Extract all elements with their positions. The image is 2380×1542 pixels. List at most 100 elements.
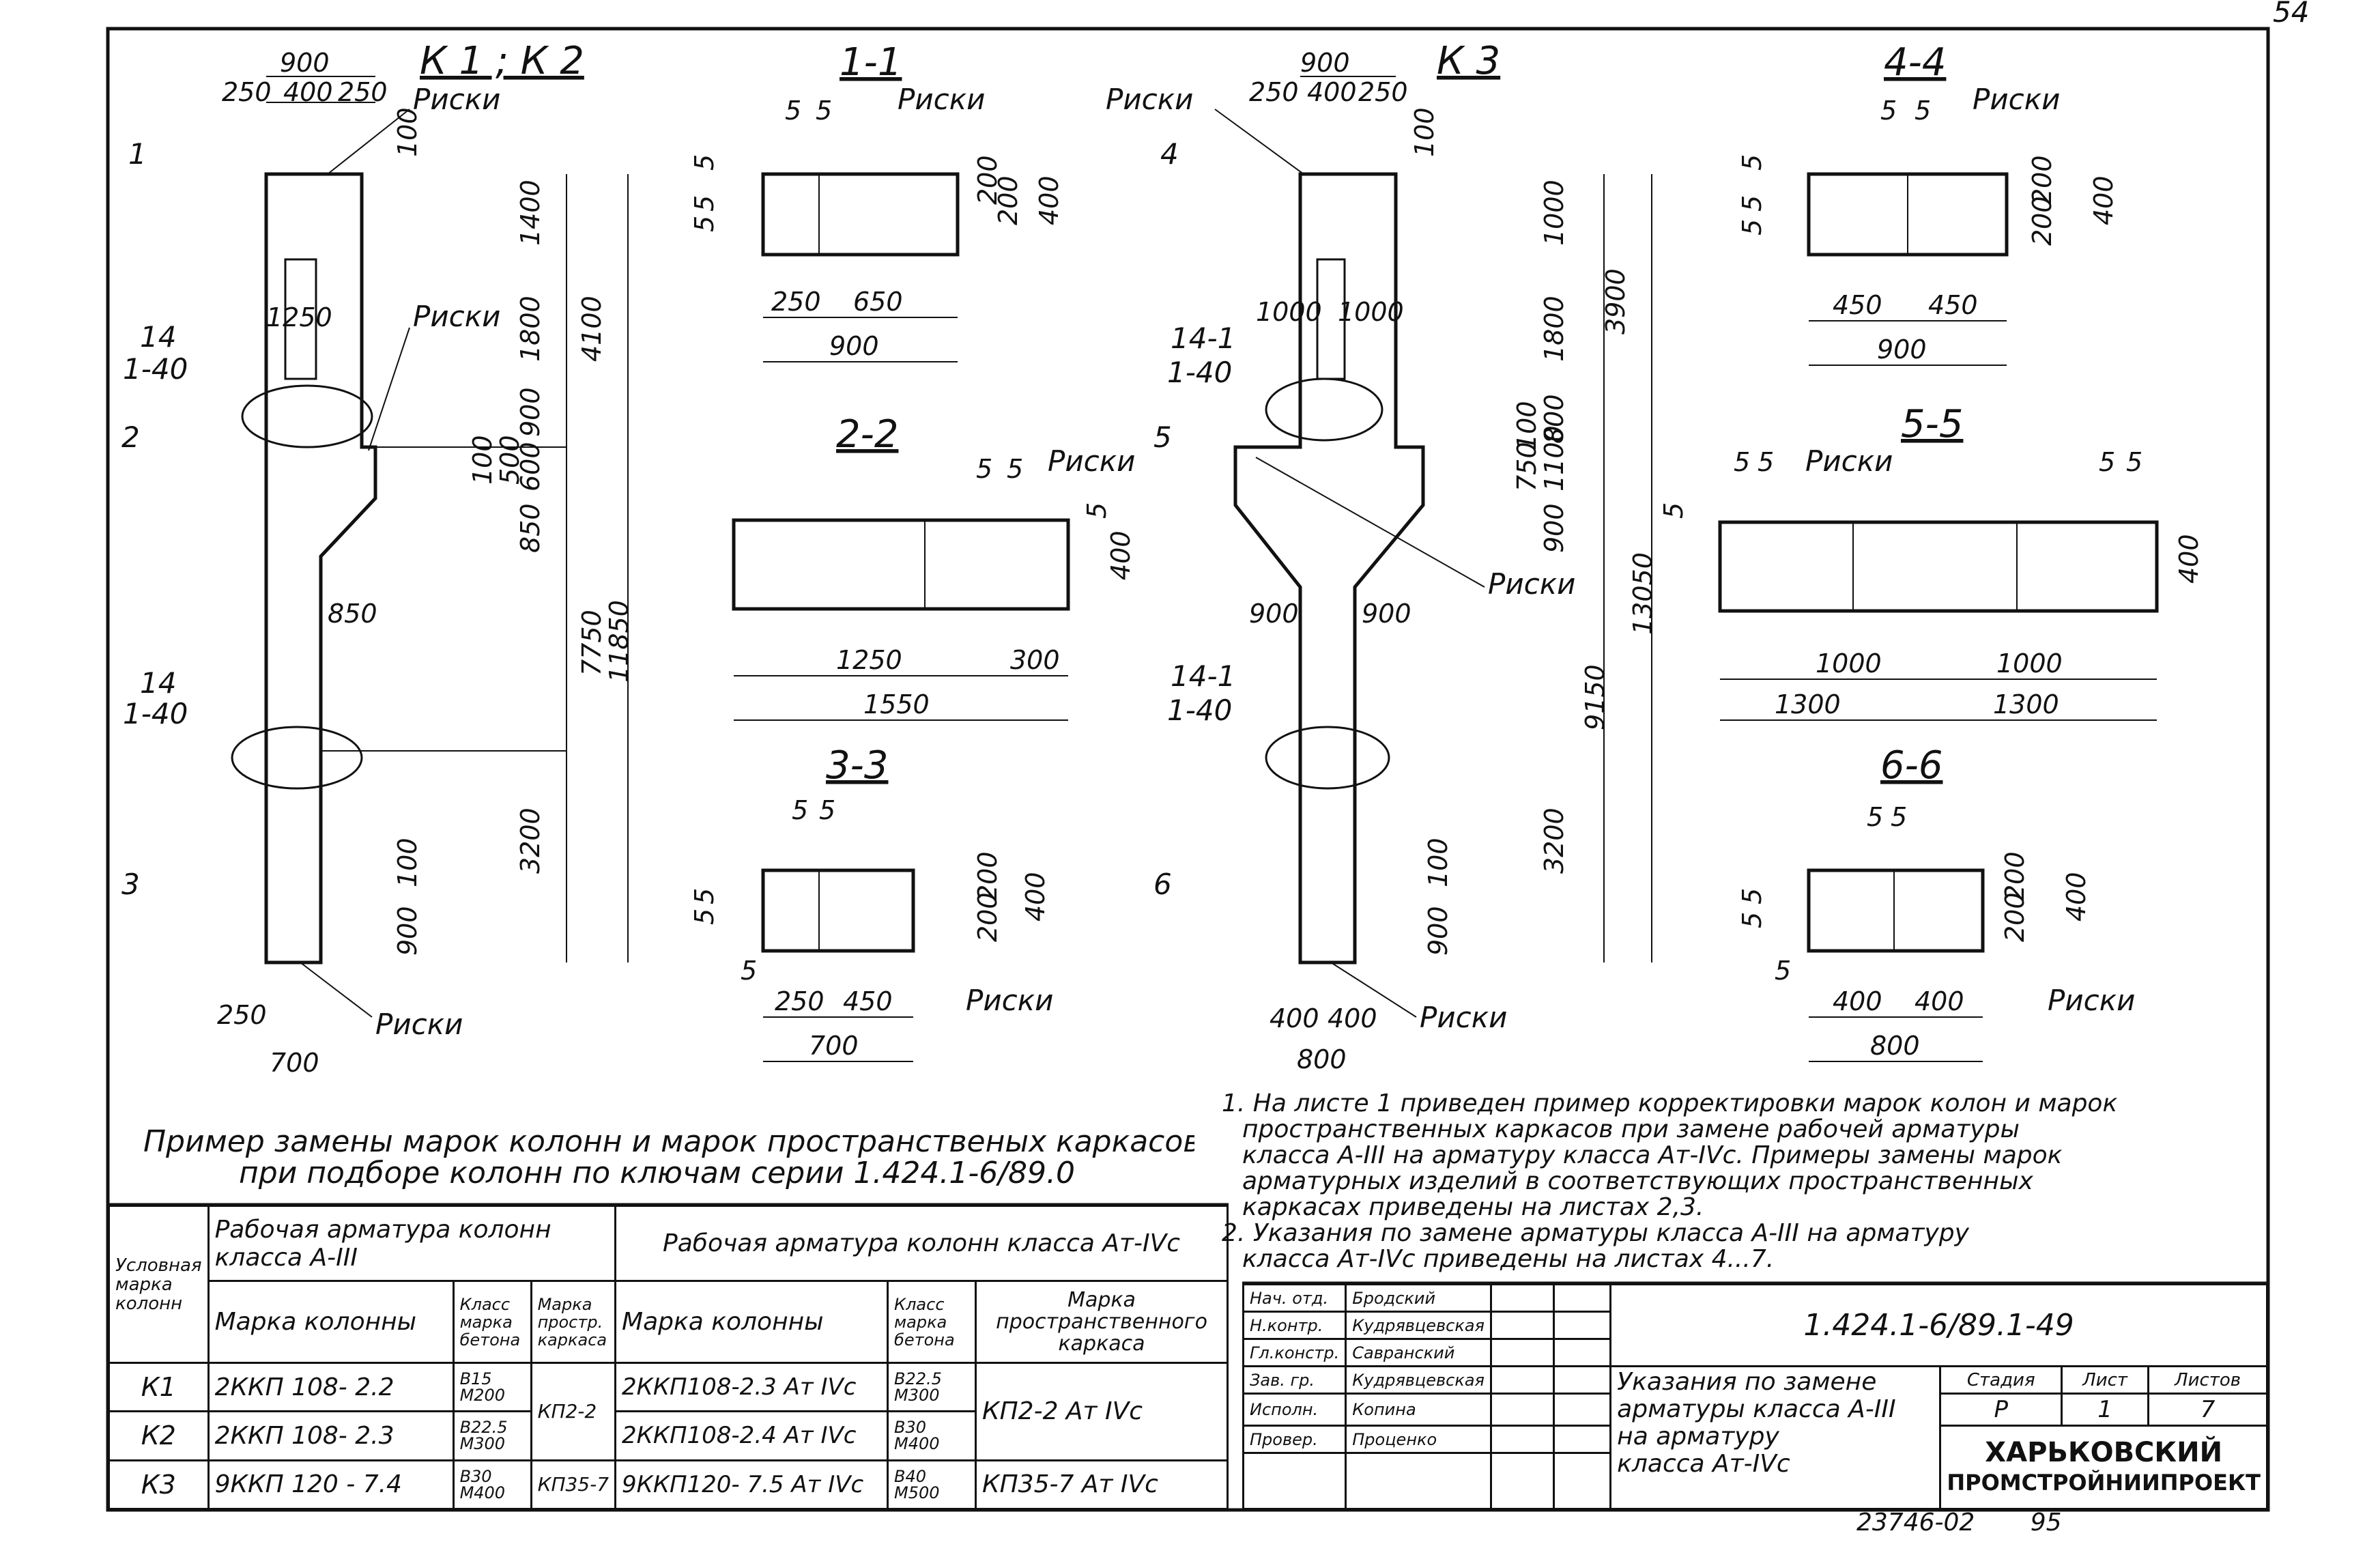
dim-label: 100 — [468, 435, 498, 485]
footer-number: 23746-02 — [1856, 1510, 1975, 1536]
dim-label: 200 — [2000, 892, 2030, 942]
view-k3: К 3 900 250 400 250 100 1000 1800 3900 1… — [1106, 39, 1658, 1074]
page-number: 54 — [2273, 0, 2309, 29]
dim-label: 400 — [1328, 1003, 1377, 1033]
dim-label: 100 — [1423, 838, 1453, 887]
dim-label: 900 — [1249, 599, 1299, 629]
dim-label: 1000 — [1816, 648, 1882, 679]
dim-label: 5 — [1007, 454, 1023, 484]
table-cell: В22.5 М300 — [887, 1361, 977, 1413]
dim-label: 13050 — [1628, 552, 1658, 635]
dim-label: 5 — [816, 96, 832, 126]
table-cell: К1 — [108, 1361, 210, 1413]
stamp-value: Р — [1939, 1393, 2063, 1427]
dim-label: 1800 — [1539, 296, 1569, 362]
dim-label: 5 — [689, 195, 719, 212]
dim-label: 5 — [2126, 447, 2142, 477]
table-cell: 2ККП 108- 2.3 — [207, 1410, 455, 1461]
dim-label: 850 — [328, 599, 377, 629]
dim-label: 1400 — [515, 180, 545, 246]
dim-label: 400 — [1270, 1003, 1319, 1033]
mark-label: Риски — [1106, 83, 1193, 116]
footer-page: 95 — [2030, 1510, 2062, 1536]
cut-marker: 6 — [1153, 868, 1172, 901]
dim-label: 1000 — [1256, 297, 1322, 327]
drawing-code: 1.424.1-6/89.1-49 — [1609, 1283, 2268, 1367]
callout-label: 14 — [140, 320, 176, 354]
dim-label: 900 — [1362, 599, 1411, 629]
dim-label: 5 — [1737, 154, 1767, 171]
title-block: Нач. отд. Бродский 1.424.1-6/89.1-49 Н.к… — [1242, 1283, 2268, 1510]
dim-label: 1000 — [1338, 297, 1404, 327]
dim-label: 5 — [1734, 447, 1750, 477]
footer: 23746-02 95 — [1856, 1510, 2062, 1536]
dim-label: 400 — [1034, 175, 1064, 225]
section-title: 2-2 — [836, 412, 898, 457]
dim-label: 1250 — [266, 302, 332, 332]
dim-label: 3200 — [1539, 808, 1569, 874]
sheet-title-line: класса Ат-IVс — [1617, 1450, 1790, 1478]
dim-label: 5 — [689, 216, 719, 232]
dim-label: 750 — [1512, 442, 1542, 491]
stamp-name: Проценко — [1345, 1425, 1492, 1454]
dim-label: 5 — [741, 956, 757, 986]
dim-label: 900 — [829, 331, 879, 361]
dim-label: 200 — [973, 155, 1003, 205]
sheet-title-line: на арматуру — [1617, 1423, 1779, 1451]
dim-label: 900 — [1877, 334, 1927, 365]
section-title: 6-6 — [1880, 743, 1942, 788]
section-4-4: 4-4 Риски 5 5 5 5 5 200 200 400 450 450 … — [1737, 40, 2119, 366]
stamp-role: Гл.констр. — [1242, 1338, 1347, 1367]
drawing-frame — [106, 27, 2270, 1512]
table-cell: В30 М400 — [452, 1459, 532, 1511]
stamp-role: Зав. гр. — [1242, 1365, 1347, 1395]
stamp-role: Исполн. — [1242, 1393, 1347, 1427]
header-cell: Марка простр. каркаса — [530, 1280, 617, 1364]
section-title: 5-5 — [1901, 402, 1963, 446]
dim-label: 100 — [1512, 401, 1542, 451]
dim-label: 5 — [1737, 219, 1767, 235]
dim-label: 400 — [2174, 534, 2204, 584]
section-title: 1-1 — [840, 40, 902, 85]
stamp-role: Нач. отд. — [1242, 1283, 1347, 1313]
replacement-table: Условная марка колонн Рабочая арматура к… — [108, 1205, 1229, 1511]
table-cell: 9ККП 120 - 7.4 — [207, 1459, 455, 1511]
dim-label: 850 — [515, 503, 545, 553]
callout-label: 14 — [140, 666, 176, 700]
dim-label: 300 — [1010, 645, 1060, 675]
dim-label: 5 — [1737, 195, 1767, 212]
dim-label: 5 — [1867, 802, 1883, 832]
note-line: класса Ат-IVс приведены на листах 4...7. — [1242, 1245, 1775, 1272]
header-cell: Рабочая арматура колонн класса А-III — [207, 1205, 617, 1282]
mark-label: Риски — [898, 83, 985, 116]
table-cell: КП2-2 — [530, 1362, 617, 1461]
dim-label: 5 — [976, 454, 992, 484]
dim-label: 400 — [2061, 872, 2091, 922]
mark-label: Риски — [413, 300, 500, 333]
mark-label: Риски — [1048, 444, 1135, 478]
dim-label: 500 — [495, 435, 525, 485]
dim-label: 5 — [1737, 912, 1767, 928]
dim-label: 9150 — [1580, 664, 1610, 730]
dim-label: 900 — [392, 906, 422, 956]
mark-label: Риски — [1973, 83, 2060, 116]
dim-label: 250 — [775, 986, 825, 1016]
dim-label: 900 — [280, 48, 330, 78]
note-line: арматурных изделий в соответствующих про… — [1242, 1167, 2033, 1195]
dim-label: 5 — [689, 154, 719, 171]
dim-label: 250 — [1249, 77, 1299, 107]
header-cell: Рабочая арматура колонн класса Ат-IVс — [614, 1205, 1229, 1282]
table-cell: В30 М400 — [887, 1410, 977, 1461]
dim-label: 450 — [1833, 290, 1882, 320]
dim-label: 5 — [2099, 447, 2115, 477]
dim-label: 100 — [1409, 107, 1439, 157]
dim-label: 1550 — [863, 689, 930, 719]
cut-marker: 4 — [1160, 137, 1179, 171]
dim-label: 5 — [1758, 447, 1774, 477]
dim-label: 5 — [1775, 956, 1791, 986]
table-cell: В22.5 М300 — [452, 1410, 532, 1461]
callout-label: 1-40 — [123, 352, 188, 386]
note-line: каркасах приведены на листах 2,3. — [1242, 1193, 1704, 1221]
dim-label: 800 — [1539, 394, 1569, 444]
sheet-title: Указания по замене арматуры класса А-III… — [1609, 1365, 1942, 1510]
